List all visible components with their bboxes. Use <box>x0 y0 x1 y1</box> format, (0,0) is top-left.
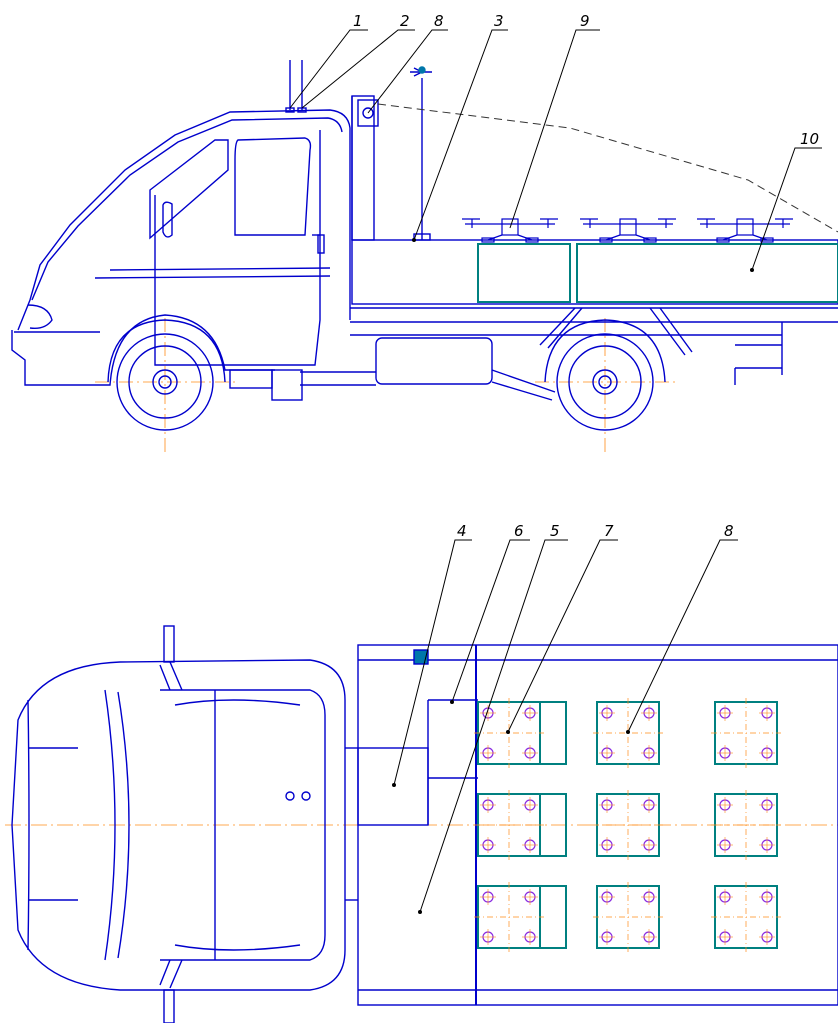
landing-pad <box>593 882 663 952</box>
door-window <box>234 137 312 236</box>
leader-dots <box>392 238 754 914</box>
callout-2: 2 <box>400 12 410 30</box>
cab-inner-line <box>31 117 343 301</box>
front-post <box>351 95 375 241</box>
callout-8-top: 8 <box>724 522 734 540</box>
callout-3: 3 <box>494 12 504 30</box>
body-stripe <box>109 267 331 271</box>
top-view <box>5 625 838 1023</box>
landing-pad <box>711 698 781 768</box>
landing-pad <box>711 790 781 860</box>
side-view <box>11 60 838 455</box>
front-wheel <box>107 319 226 431</box>
callout-8-side: 8 <box>434 12 444 30</box>
mirror-left <box>163 625 175 663</box>
landing-pad <box>474 790 567 860</box>
drones <box>462 218 793 243</box>
cab-top-outline <box>11 659 346 991</box>
container-panels <box>477 243 838 303</box>
fuel-tank <box>375 337 493 385</box>
callout-labels: 1 2 8 3 9 10 4 6 5 7 8 <box>353 12 819 540</box>
callout-5: 5 <box>550 522 560 540</box>
rear-wheel <box>544 319 666 431</box>
drone-side-2 <box>580 218 676 243</box>
landing-pad <box>474 882 567 952</box>
landing-pad <box>474 698 567 768</box>
door-outline <box>154 130 321 366</box>
mirror-right <box>163 989 175 1023</box>
wheel-centerlines <box>95 318 675 455</box>
callout-10: 10 <box>800 130 819 148</box>
dashed-trajectory <box>377 103 838 233</box>
callout-6: 6 <box>514 522 524 540</box>
front-bumper <box>11 314 275 386</box>
headlight <box>27 304 53 330</box>
drone-side-1 <box>462 218 558 243</box>
cab-outline <box>17 109 351 331</box>
callout-1: 1 <box>353 12 363 30</box>
callout-9: 9 <box>580 12 590 30</box>
camera-box <box>357 99 379 127</box>
callout-7: 7 <box>604 522 614 540</box>
leader-lines <box>289 29 822 913</box>
cargo-base <box>351 239 838 305</box>
step <box>271 369 303 401</box>
callout-4: 4 <box>457 522 467 540</box>
windshield <box>149 139 229 240</box>
landing-pad <box>593 790 663 860</box>
landing-pad <box>711 882 781 952</box>
drone-side-3 <box>697 218 793 243</box>
side-window-small <box>162 201 173 238</box>
